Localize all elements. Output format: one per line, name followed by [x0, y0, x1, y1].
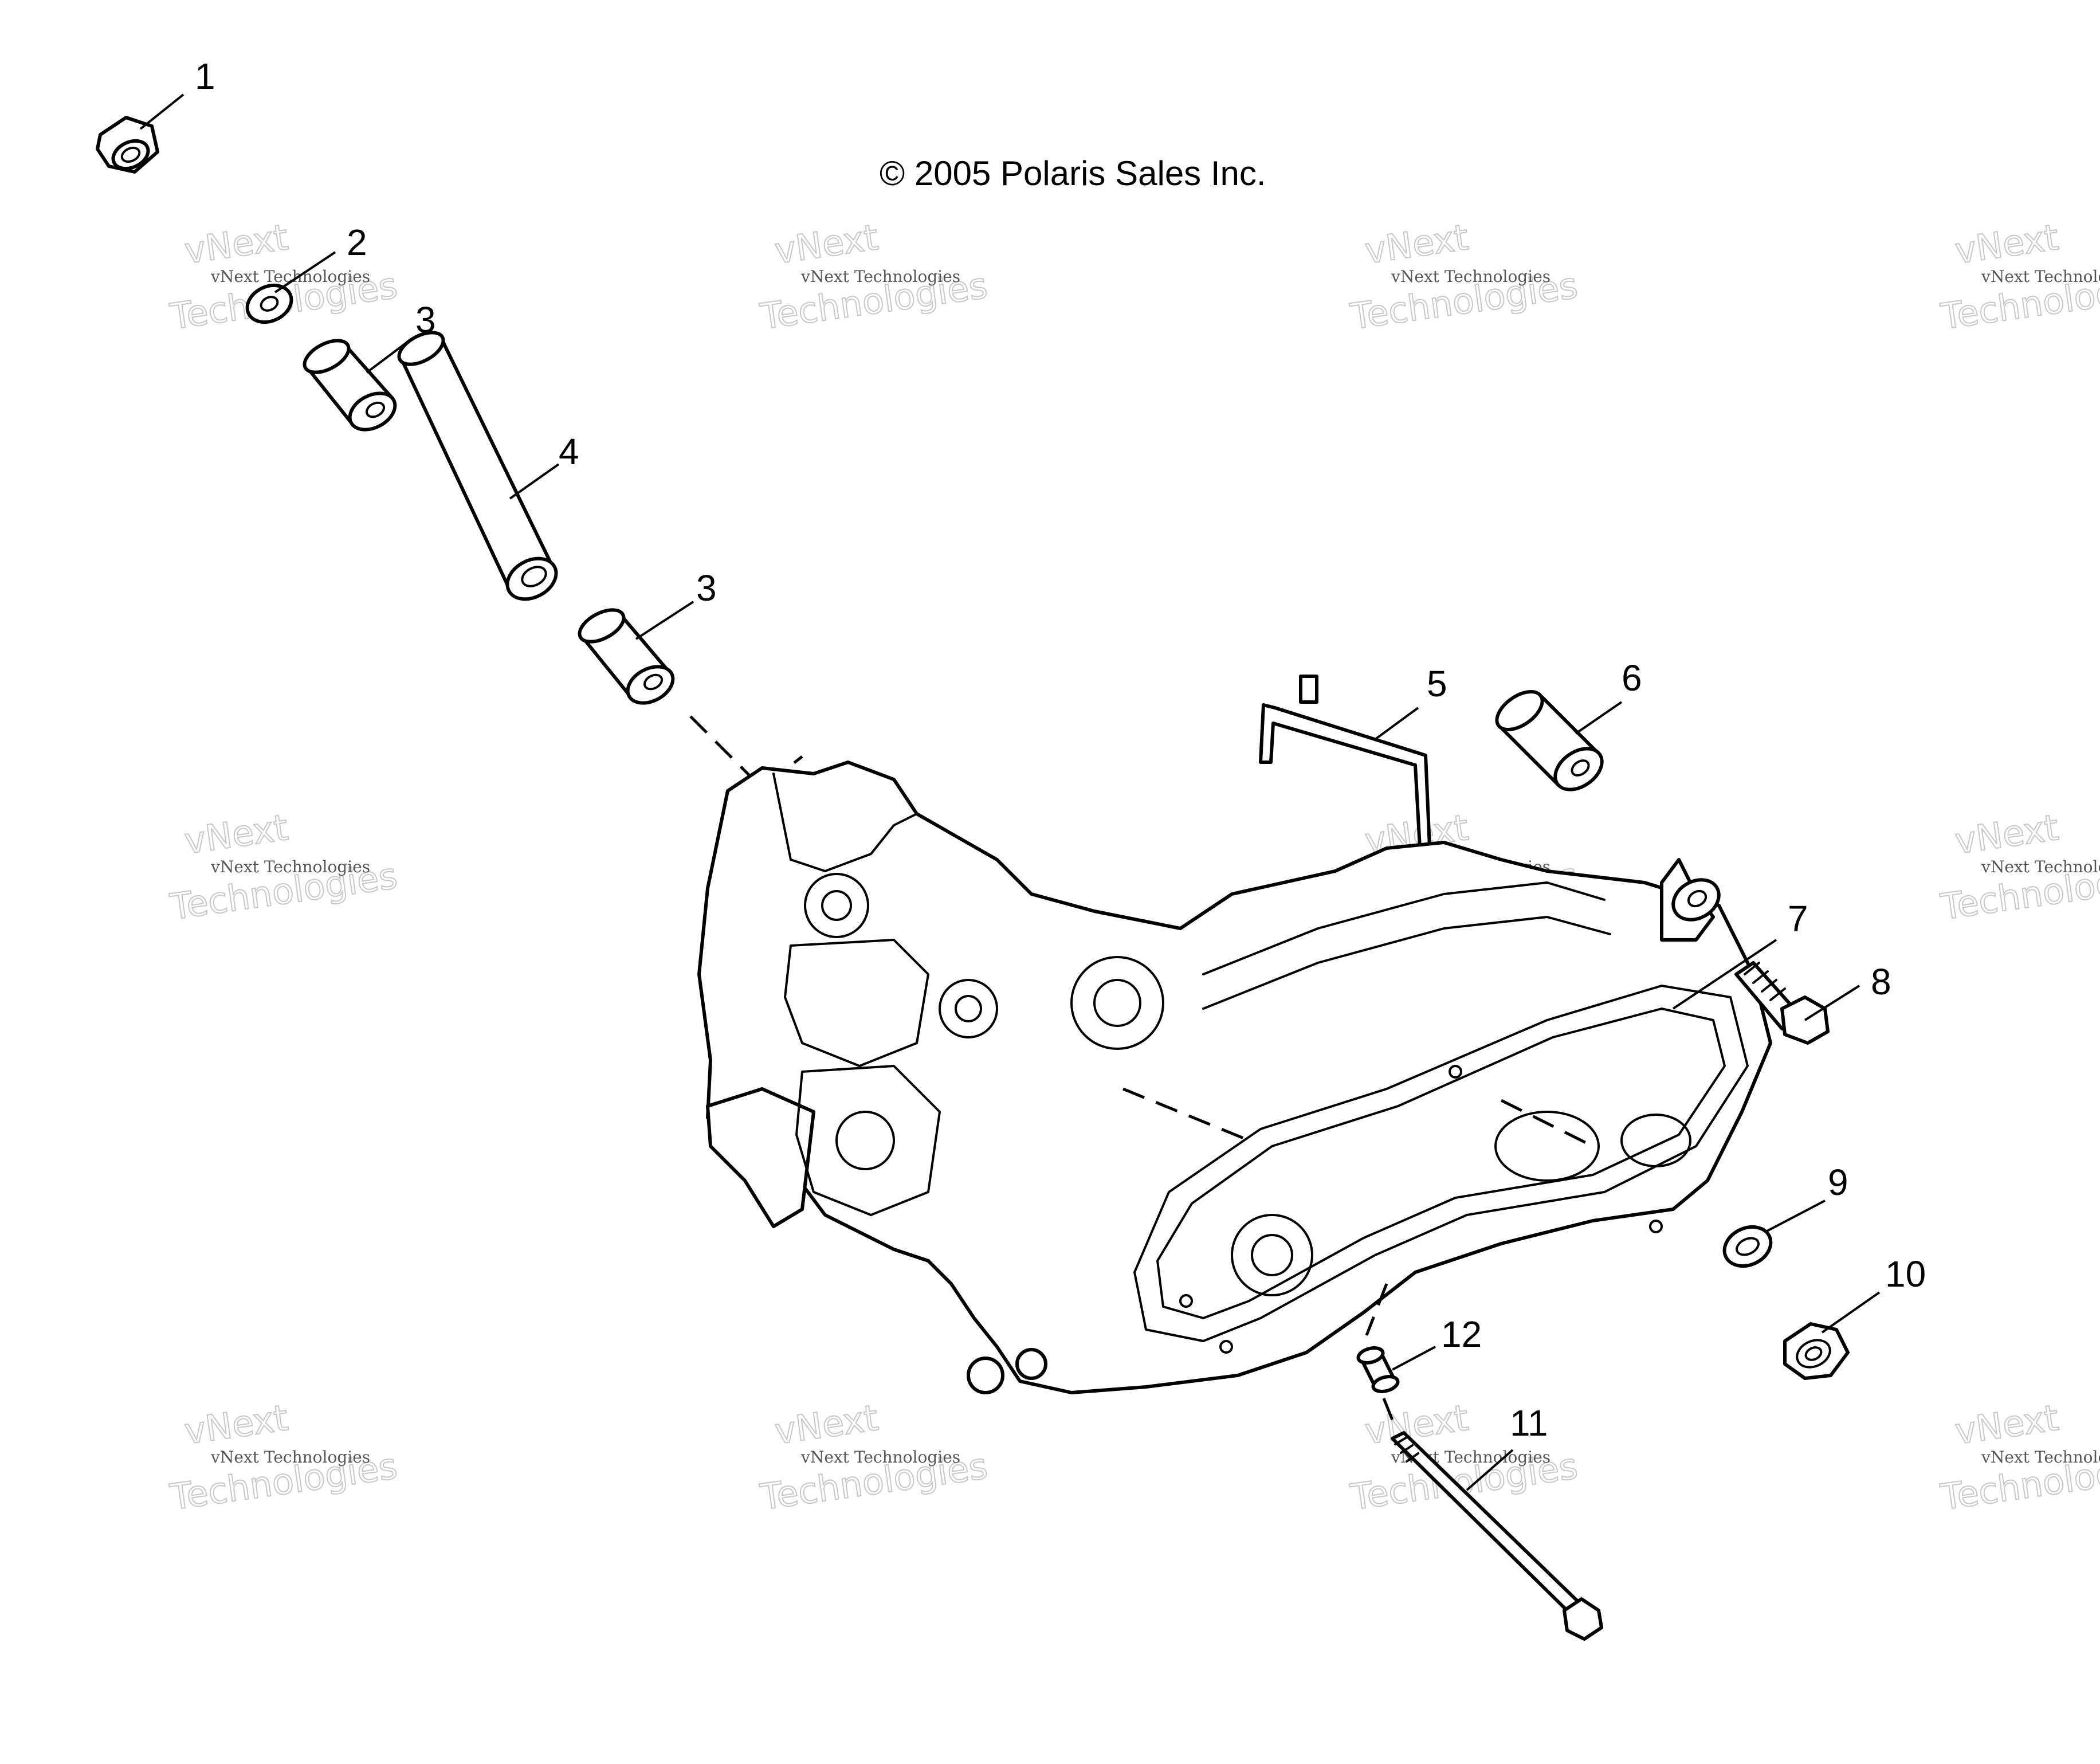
part-10-nut: [1783, 1291, 1881, 1380]
svg-text:vNext Technologies: vNext Technologies: [800, 1448, 960, 1467]
svg-text:vNext: vNext: [182, 216, 291, 272]
svg-text:vNext: vNext: [1952, 216, 2061, 272]
part-6-bushing: [1495, 690, 1623, 791]
part-4-tube: [397, 331, 560, 601]
callout-8: 8: [1871, 961, 1891, 1002]
callout-10: 10: [1885, 1253, 1926, 1295]
engine-assembly: [697, 761, 1777, 1394]
part-9-washer: [1722, 1199, 1826, 1268]
svg-text:vNext: vNext: [182, 1397, 291, 1452]
part-8-bolt: [1734, 961, 1860, 1045]
svg-text:vNext: vNext: [772, 216, 881, 272]
watermark: vNext Technologies vNext Technologies: [757, 215, 991, 338]
svg-text:vNext: vNext: [182, 806, 291, 862]
callout-1: 1: [195, 56, 215, 97]
part-11-long-bolt: [1382, 1398, 1603, 1641]
callout-11: 11: [1510, 1402, 1548, 1444]
callout-5: 5: [1427, 663, 1447, 704]
svg-text:vNext: vNext: [1952, 1397, 2061, 1452]
svg-text:vNext Technologies: vNext Technologies: [210, 1448, 370, 1467]
watermark: vNext Technologies vNext Technologies: [1937, 1396, 2100, 1519]
callout-2: 2: [347, 222, 367, 263]
watermark: vNext Technologies vNext Technologies: [1937, 215, 2100, 338]
callout-9: 9: [1828, 1162, 1848, 1203]
svg-text:vNext: vNext: [1952, 806, 2061, 862]
copyright-text: © 2005 Polaris Sales Inc.: [880, 154, 1266, 193]
watermark: vNext Technologies vNext Technologies: [1347, 215, 1581, 338]
svg-text:vNext Technologies: vNext Technologies: [800, 267, 960, 286]
part-1-nut: [96, 93, 185, 174]
callout-6: 6: [1622, 657, 1642, 699]
svg-text:vNext Technologies: vNext Technologies: [1981, 857, 2100, 876]
watermark: vNext Technologies vNext Technologies: [1937, 806, 2100, 928]
part-3-spacer-upper: [303, 337, 414, 432]
svg-text:vNext Technologies: vNext Technologies: [210, 857, 370, 876]
part-12-sleeve: [1356, 1283, 1436, 1393]
callout-12: 12: [1441, 1314, 1482, 1355]
callout-4: 4: [559, 431, 579, 472]
part-3-spacer-lower: [578, 601, 694, 705]
watermark: vNext Technologies vNext Technologies: [167, 1396, 401, 1519]
part-2-washer: [245, 251, 336, 324]
part-5-bracket: [1259, 675, 1431, 850]
svg-text:vNext: vNext: [1362, 216, 1471, 272]
svg-text:vNext Technologies: vNext Technologies: [1981, 1448, 2100, 1467]
callout-3-lower: 3: [696, 567, 717, 609]
watermark: vNext Technologies vNext Technologies: [167, 806, 401, 928]
svg-text:vNext Technologies: vNext Technologies: [1981, 267, 2100, 286]
svg-text:vNext: vNext: [772, 1397, 881, 1452]
watermark: vNext Technologies vNext Technologies: [757, 1396, 991, 1519]
svg-text:vNext Technologies: vNext Technologies: [1391, 267, 1551, 286]
callout-7: 7: [1788, 898, 1808, 939]
